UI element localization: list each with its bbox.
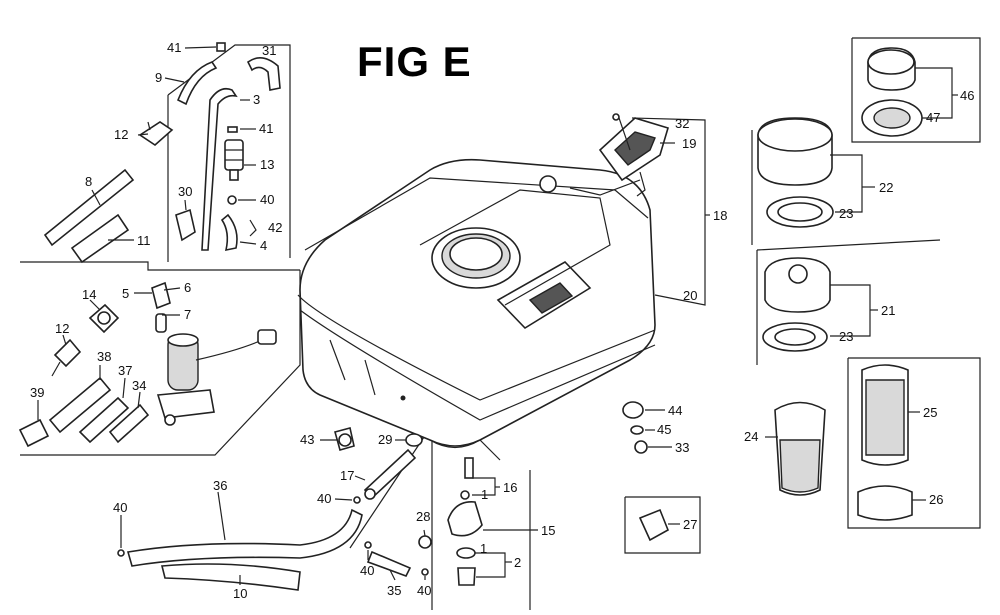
callout-8: 8 xyxy=(85,174,92,189)
callout-23: 23 xyxy=(839,206,853,221)
callout-14: 14 xyxy=(82,287,96,302)
callout-3: 3 xyxy=(253,92,260,107)
fuel-pump-assembly xyxy=(151,281,277,426)
callout-30: 30 xyxy=(178,184,192,199)
callout-43: 43 xyxy=(300,432,314,447)
figure-title: FIG E xyxy=(357,38,472,85)
fuel-tank xyxy=(297,158,656,461)
callout-32: 32 xyxy=(675,116,689,131)
fuel-gauge-float xyxy=(539,113,669,197)
callout-12: 12 xyxy=(114,127,128,142)
callout-36: 36 xyxy=(213,478,227,493)
callout-34: 34 xyxy=(132,378,146,393)
callout-41: 41 xyxy=(167,40,181,55)
callout-23-b: 23 xyxy=(839,329,853,344)
callout-35: 35 xyxy=(387,583,401,598)
callout-40-d: 40 xyxy=(360,563,374,578)
callout-29: 29 xyxy=(378,432,392,447)
callout-40: 40 xyxy=(260,192,274,207)
callout-9: 9 xyxy=(155,70,162,85)
callout-40-e: 40 xyxy=(417,583,431,598)
callout-15: 15 xyxy=(541,523,555,538)
upper-left-parts xyxy=(43,42,281,264)
callout-17: 17 xyxy=(340,468,354,483)
callout-41-b: 41 xyxy=(259,121,273,136)
callout-31: 31 xyxy=(262,43,276,58)
callout-2: 2 xyxy=(514,555,521,570)
callout-27: 27 xyxy=(683,517,697,532)
callout-18: 18 xyxy=(713,208,727,223)
callout-28: 28 xyxy=(416,509,430,524)
callout-4: 4 xyxy=(260,238,267,253)
callout-46: 46 xyxy=(960,88,974,103)
callout-11: 11 xyxy=(137,233,151,248)
callout-40-c: 40 xyxy=(113,500,127,515)
callout-39: 39 xyxy=(30,385,44,400)
callout-1-b: 1 xyxy=(480,541,487,556)
callout-24: 24 xyxy=(744,429,758,444)
callout-25: 25 xyxy=(923,405,937,420)
filler-cap-set xyxy=(638,47,923,542)
callout-10: 10 xyxy=(233,586,247,601)
callout-42: 42 xyxy=(268,220,282,235)
callout-45: 45 xyxy=(657,422,671,437)
callout-labels: 41 31 9 3 12 41 13 8 30 40 42 4 11 5 6 7… xyxy=(30,40,974,601)
callout-12-b: 12 xyxy=(55,321,69,336)
lower-parts xyxy=(117,401,648,591)
callout-7: 7 xyxy=(184,307,191,322)
callout-33: 33 xyxy=(675,440,689,455)
callout-38: 38 xyxy=(97,349,111,364)
callout-1: 1 xyxy=(481,487,488,502)
callout-44: 44 xyxy=(668,403,682,418)
callout-13: 13 xyxy=(260,157,274,172)
callout-47: 47 xyxy=(926,110,940,125)
callout-26: 26 xyxy=(929,492,943,507)
callout-37: 37 xyxy=(118,363,132,378)
callout-21: 21 xyxy=(881,303,895,318)
callout-16: 16 xyxy=(503,480,517,495)
callout-19: 19 xyxy=(682,136,696,151)
callout-6: 6 xyxy=(184,280,191,295)
callout-40-b: 40 xyxy=(317,491,331,506)
callout-20: 20 xyxy=(683,288,697,303)
left-middle-parts xyxy=(18,303,150,448)
callout-22: 22 xyxy=(879,180,893,195)
leader-lines xyxy=(37,46,958,585)
callout-5: 5 xyxy=(122,286,129,301)
